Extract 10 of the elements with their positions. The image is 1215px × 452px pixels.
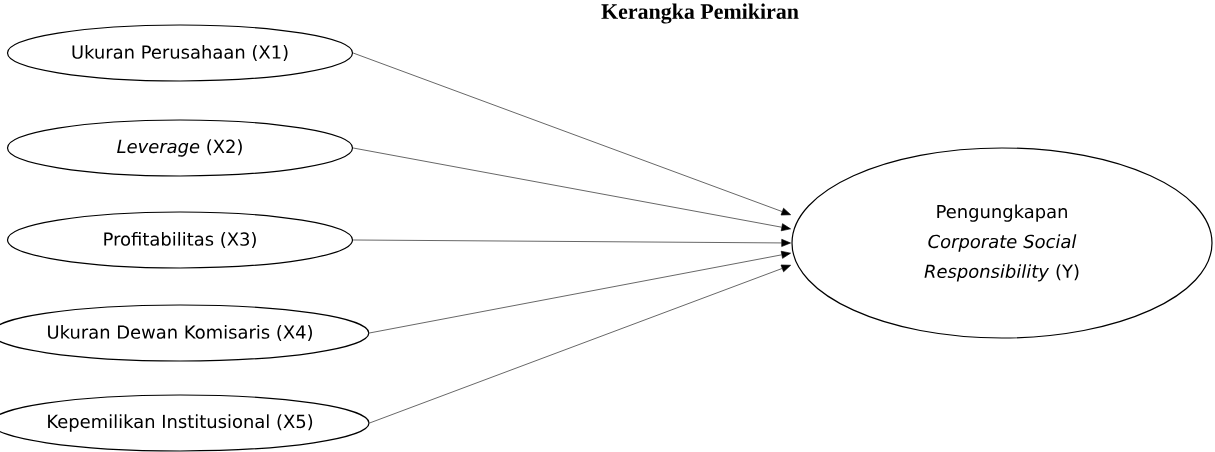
diagram-title: Kerangka Pemikiran [601, 3, 799, 24]
ellipse-node: Leverage (X2) [6, 119, 354, 177]
arrow [352, 239, 791, 247]
arrow [369, 264, 791, 424]
ellipse-node: Pengungkapan Corporate Social Responsibility (Y) [791, 147, 1213, 339]
arrow [352, 147, 791, 232]
ellipse-node: Ukuran Perusahaan (X1) [6, 24, 354, 82]
ellipse-node: Profitabilitas (X3) [6, 211, 354, 269]
arrow [369, 250, 791, 334]
arrow [352, 52, 791, 216]
